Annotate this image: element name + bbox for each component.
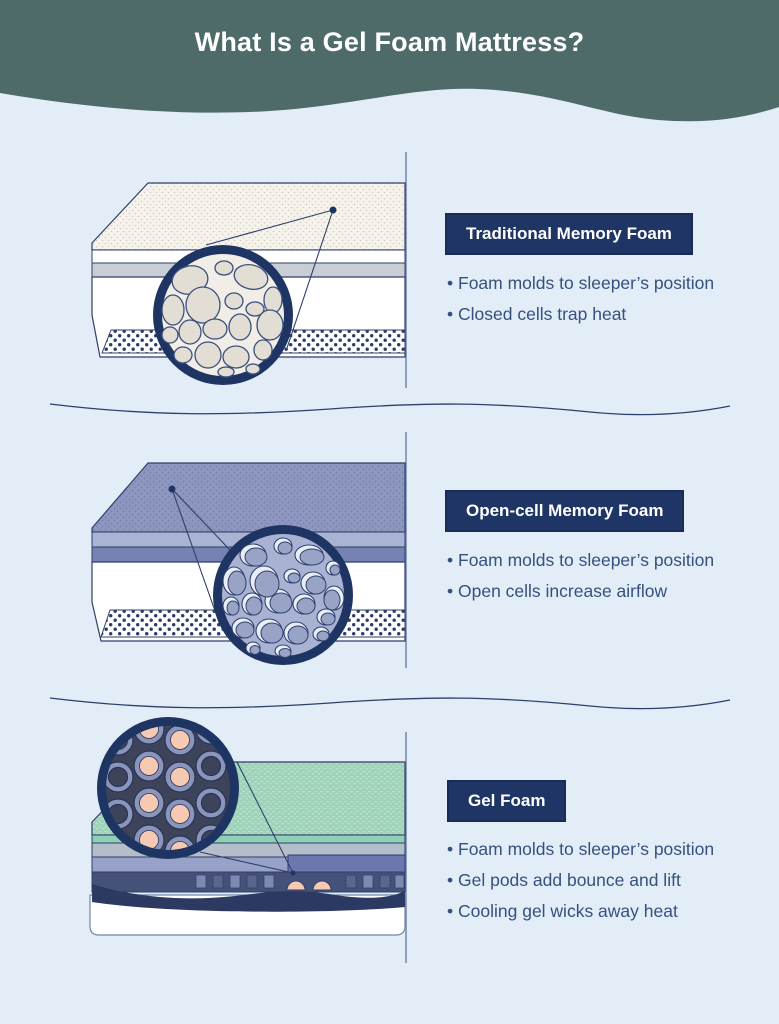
gel-foam-illustration bbox=[89, 717, 407, 963]
bullet-item: Foam molds to sleeper’s position bbox=[447, 268, 714, 299]
bullet-item: Closed cells trap heat bbox=[447, 299, 714, 330]
bullet-item: Foam molds to sleeper’s position bbox=[447, 834, 714, 865]
gel-wave-ribbon bbox=[92, 884, 405, 912]
bullet-item: Cooling gel wicks away heat bbox=[447, 896, 714, 927]
gel-pod-squares bbox=[195, 874, 405, 889]
section-divider-wave bbox=[49, 697, 731, 710]
section-divider-wave bbox=[49, 403, 731, 416]
callout-lines bbox=[205, 206, 337, 349]
page-title: What Is a Gel Foam Mattress? bbox=[194, 27, 585, 57]
bullet-list-gel-foam: Foam molds to sleeper’s position Gel pod… bbox=[447, 834, 714, 927]
badge-gel-foam: Gel Foam bbox=[447, 780, 567, 822]
mattress-top-layer bbox=[91, 462, 406, 533]
badge-open-cell-memory-foam: Open-cell Memory Foam bbox=[445, 490, 685, 532]
bullet-item: Foam molds to sleeper’s position bbox=[447, 545, 714, 576]
magnifier-open-cells-icon bbox=[213, 525, 353, 665]
header-wave-banner bbox=[0, 0, 779, 122]
traditional-foam-illustration bbox=[91, 152, 407, 388]
bullet-list-open-cell: Foam molds to sleeper’s position Open ce… bbox=[447, 545, 714, 607]
bullet-item: Gel pods add bounce and lift bbox=[447, 865, 714, 896]
callout-lines bbox=[199, 761, 296, 876]
bullet-list-traditional: Foam molds to sleeper’s position Closed … bbox=[447, 268, 714, 330]
mattress-gel bbox=[89, 761, 406, 936]
magnifier-gel-pods-icon bbox=[97, 717, 239, 859]
gel-pod-peach bbox=[286, 880, 306, 891]
open-cell-foam-illustration bbox=[91, 432, 407, 668]
callout-dot bbox=[329, 206, 337, 214]
badge-traditional-memory-foam: Traditional Memory Foam bbox=[445, 213, 693, 255]
mattress-top-layer bbox=[91, 182, 406, 251]
gel-pod-peach bbox=[312, 880, 332, 891]
magnifier-closed-cells-icon bbox=[153, 245, 293, 385]
bullet-item: Open cells increase airflow bbox=[447, 576, 714, 607]
mattress-periwinkle-dark bbox=[287, 854, 406, 873]
callout-dot bbox=[290, 870, 296, 876]
callout-dot bbox=[168, 485, 176, 493]
callout-lines bbox=[168, 485, 231, 626]
